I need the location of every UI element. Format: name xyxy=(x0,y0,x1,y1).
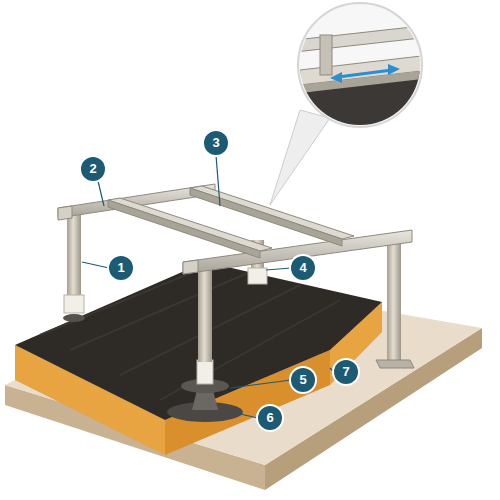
callout-number: 6 xyxy=(258,406,282,430)
callout-number: 4 xyxy=(291,256,315,280)
rails xyxy=(108,186,354,258)
leader-lines xyxy=(82,155,334,418)
pedestal xyxy=(167,360,243,422)
callout-number: 2 xyxy=(81,157,105,181)
callout-number: 3 xyxy=(204,131,228,155)
callout-number: 7 xyxy=(334,360,358,384)
callout-number: 1 xyxy=(109,256,133,280)
callout-number: 5 xyxy=(291,368,315,392)
detail-inset xyxy=(270,0,430,205)
